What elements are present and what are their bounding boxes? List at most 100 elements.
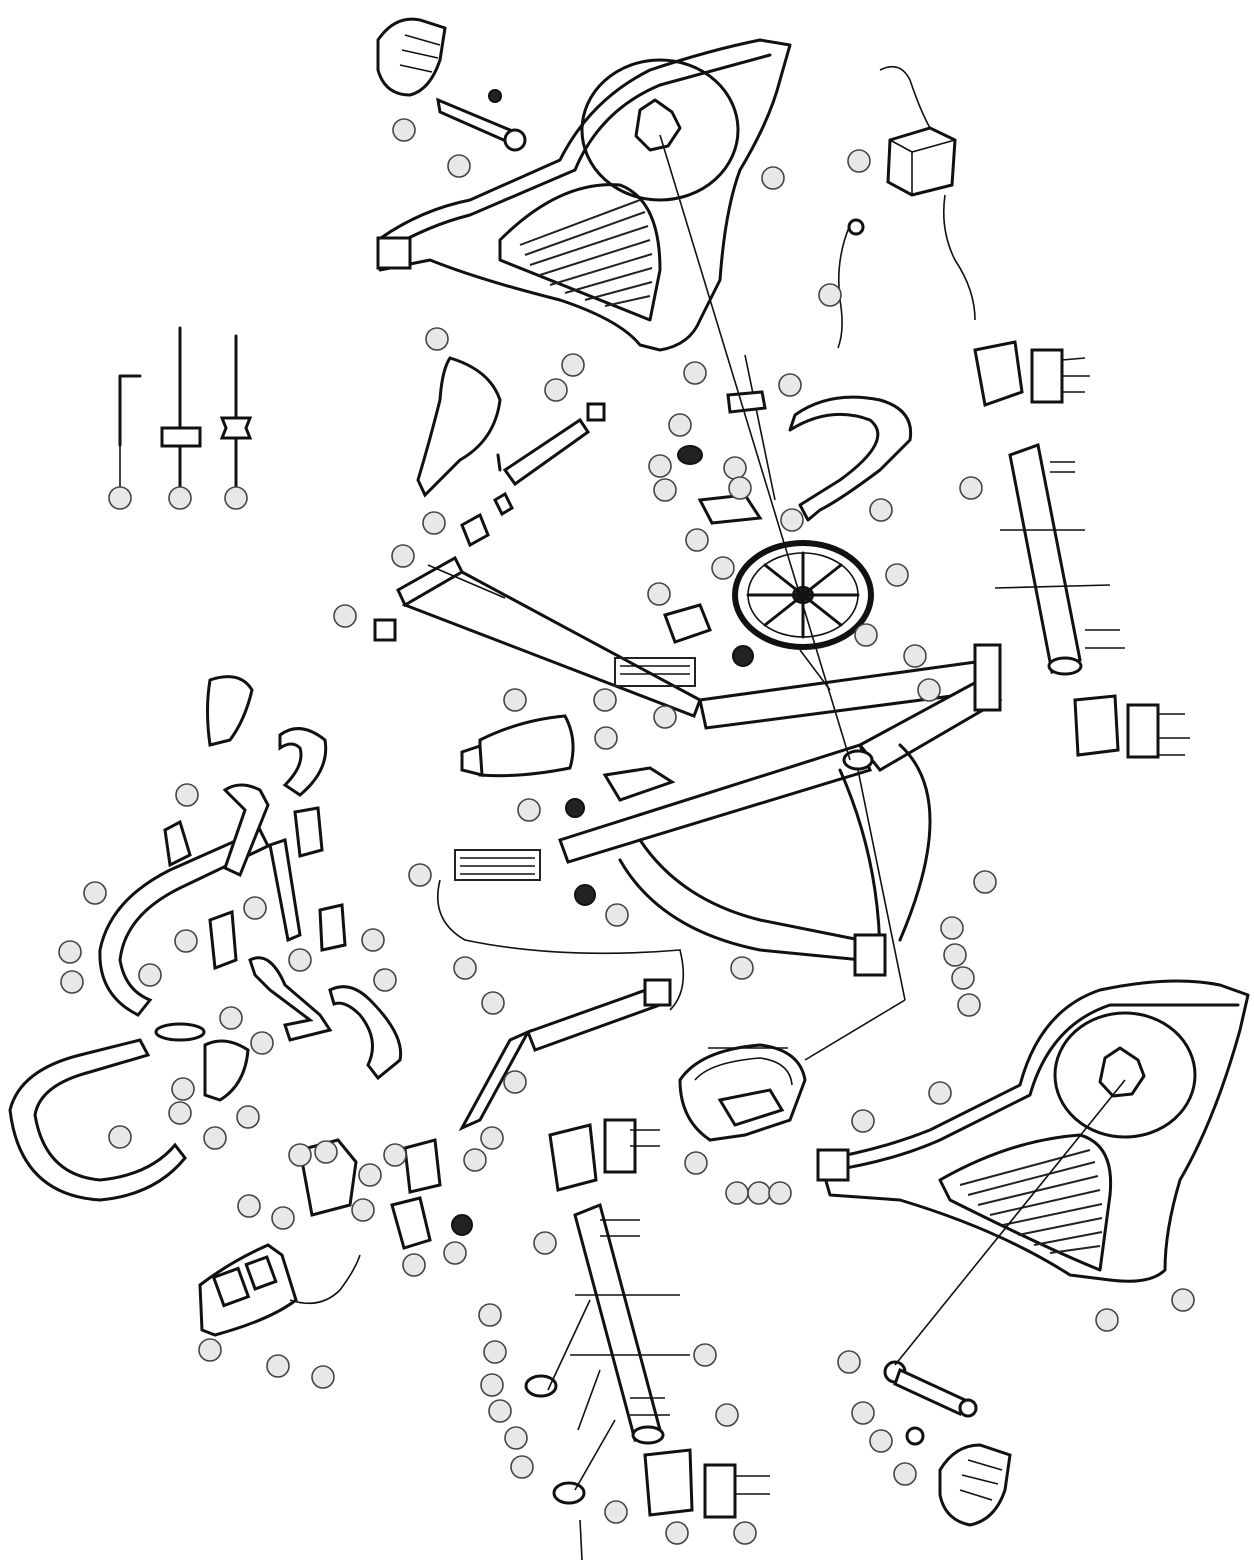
callout-bubble [203,1126,227,1150]
callout-bubble [951,966,975,990]
callout-bubble [693,1343,717,1367]
callout-bubble [175,783,199,807]
callout-bubble [503,1070,527,1094]
callout-bubble [684,1151,708,1175]
front-stabilizer [973,340,1190,759]
callout-bubble [361,928,385,952]
callout-bubble [665,1521,689,1545]
callout-bubble [685,528,709,552]
callout-bubble [544,378,568,402]
callout-bubble [314,1140,338,1164]
callout-bubble [723,456,747,480]
callout-bubble [957,993,981,1017]
callout-bubble [869,1429,893,1453]
right-cover [816,979,1250,1283]
callout-bubbles [58,118,1195,1545]
callout-bubble [171,1077,195,1101]
callout-bubble [653,478,677,502]
leader-lines [427,134,1126,1491]
callout-bubble [503,688,527,712]
callout-bubble [594,726,618,750]
callout-bubble [168,486,192,510]
callout-bubble [333,604,357,628]
callout-bubble [647,582,671,606]
callout-bubble [250,1031,274,1055]
flywheel [677,354,913,650]
callout-bubble [943,943,967,967]
callout-bubble [517,798,541,822]
power-adapter [837,65,976,349]
callout-bubble [288,948,312,972]
callout-bubble [648,454,672,478]
callout-bubble [768,1181,792,1205]
spanner-tool [219,416,253,440]
callout-bubble [733,1521,757,1545]
callout-bubble [58,940,82,964]
callout-bubble [480,1126,504,1150]
callout-bubble [818,283,842,307]
callout-bubble [138,963,162,987]
left-crank-pedal [376,17,527,152]
callout-bubble [392,118,416,142]
callout-bubble [224,486,248,510]
right-crank-pedal [883,1360,1012,1527]
callout-bubble [761,166,785,190]
rear-stabilizer [524,1118,770,1561]
seat-post [436,879,685,1132]
callout-bubble [940,916,964,940]
callout-bubble [219,1006,243,1030]
callout-bubble [243,896,267,920]
wrench-tool [160,426,202,448]
callout-bubble [683,361,707,385]
callout-bubble [851,1401,875,1425]
callout-bubble [83,881,107,905]
callout-bubble [668,413,692,437]
callout-bubble [422,511,446,535]
callout-bubble [725,1181,749,1205]
callout-bubble [728,476,752,500]
callout-bubble [973,870,997,894]
callout-bubble [780,508,804,532]
callout-bubble [747,1181,771,1205]
callout-bubble [854,623,878,647]
saddle [416,356,502,498]
callout-bubble [959,476,983,500]
water-bottle [460,714,676,802]
brake-assembly [678,1043,807,1142]
callout-bubble [1095,1308,1119,1332]
callout-bubble [893,1462,917,1486]
callout-bubble [237,1194,261,1218]
callout-bubble [928,1081,952,1105]
callout-bubble [358,1163,382,1187]
seat-slider [460,402,606,548]
callout-bubble [271,1206,295,1230]
callout-bubble [383,1143,407,1167]
callout-bubble [533,1231,557,1255]
callout-bubble [885,563,909,587]
callout-bubble [391,544,415,568]
callout-bubble [168,1101,192,1125]
callout-bubble [593,688,617,712]
callout-bubble [483,1340,507,1364]
left-cover [376,38,792,352]
callout-bubble [447,154,471,178]
callout-bubble [869,498,893,522]
callout-bubble [108,486,132,510]
callout-bubble [604,1500,628,1524]
main-frame [373,555,1003,977]
callout-bubble [443,1241,467,1265]
callout-bubble [373,968,397,992]
callout-bubble [351,1198,375,1222]
console [198,1138,473,1337]
callout-bubble [480,1373,504,1397]
callout-bubble [481,991,505,1015]
callout-bubble [778,373,802,397]
callout-bubble [653,705,677,729]
callout-bubble [266,1354,290,1378]
callout-bubble [288,1143,312,1167]
callout-bubble [837,1350,861,1374]
callout-bubble [236,1105,260,1129]
callout-bubble [311,1365,335,1389]
